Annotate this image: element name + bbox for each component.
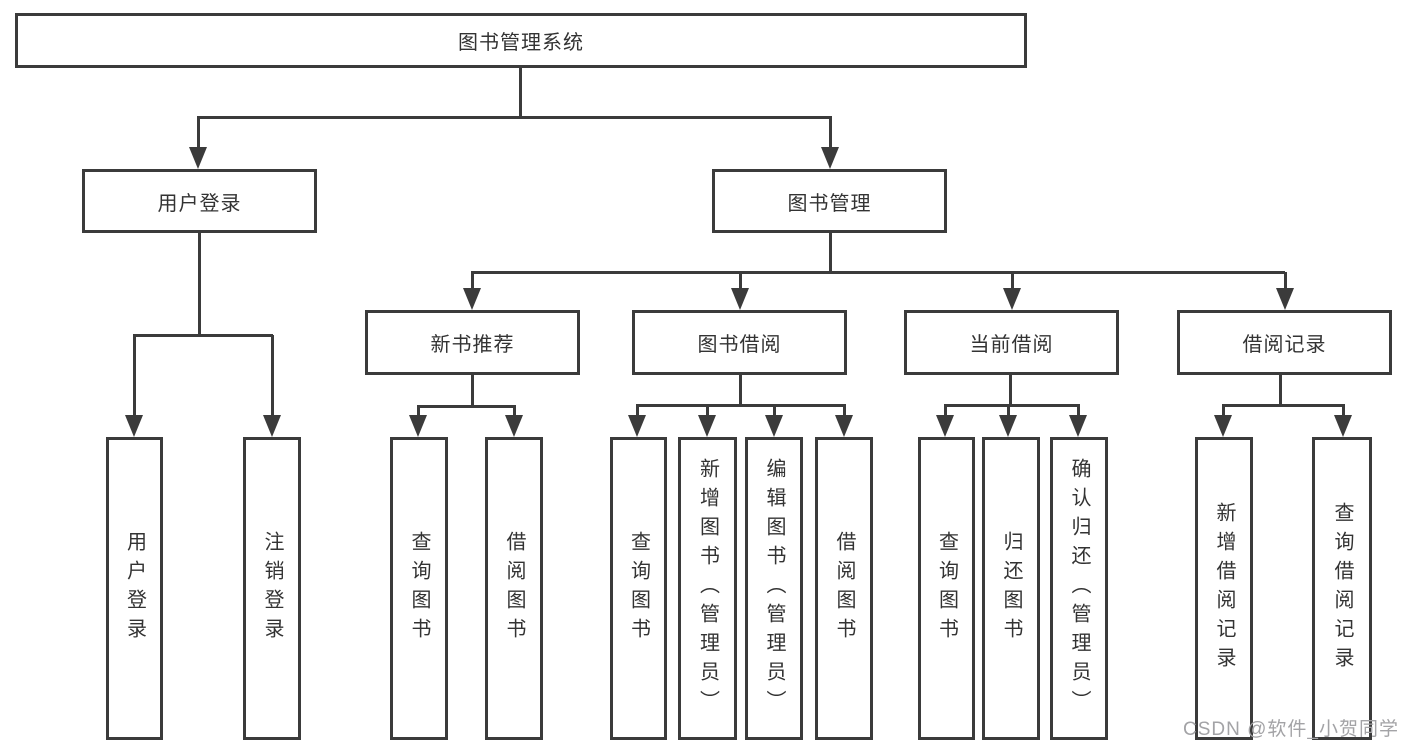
node-label: 图书管理系统 (458, 32, 584, 54)
connector-line (519, 68, 522, 118)
connector-line (417, 406, 420, 415)
arrow-down-icon (936, 415, 954, 437)
connector-line (1222, 405, 1225, 415)
arrow-down-icon (698, 415, 716, 437)
node-query-borrow-record: 查询借阅记录 (1312, 437, 1372, 740)
node-current-borrowing: 当前借阅 (904, 310, 1119, 375)
node-label: 编辑图书（管理员） (763, 458, 785, 719)
node-label: 用户登录 (123, 530, 146, 647)
connector-line (829, 117, 832, 147)
connector-line (198, 233, 201, 337)
arrow-down-icon (125, 415, 143, 437)
arrow-down-icon (189, 147, 207, 169)
arrow-down-icon (1003, 288, 1021, 310)
connector-line (843, 405, 846, 415)
connector-line (944, 404, 1080, 407)
arrow-down-icon (999, 415, 1017, 437)
connector-line (1007, 405, 1010, 415)
node-label: 借阅图书 (833, 530, 855, 647)
connector-line (1342, 405, 1345, 415)
connector-line (471, 272, 474, 288)
node-edit-books-admin: 编辑图书（管理员） (745, 437, 803, 740)
node-user-login-leaf: 用户登录 (106, 437, 163, 740)
arrow-down-icon (628, 415, 646, 437)
arrow-down-icon (765, 415, 783, 437)
node-book-borrowing: 图书借阅 (632, 310, 847, 375)
connector-line (706, 405, 709, 415)
connector-line (1009, 375, 1012, 407)
node-book-management: 图书管理 (712, 169, 947, 233)
arrow-down-icon (1276, 288, 1294, 310)
connector-line (1279, 375, 1282, 407)
arrow-down-icon (409, 415, 427, 437)
connector-line (1077, 405, 1080, 415)
arrow-down-icon (1069, 415, 1087, 437)
connector-line (471, 271, 1285, 274)
connector-line (197, 116, 832, 119)
arrow-down-icon (263, 415, 281, 437)
node-label: 查询图书 (627, 530, 650, 647)
connector-line (271, 335, 274, 415)
connector-line (636, 405, 639, 415)
connector-line (944, 405, 947, 415)
node-confirm-return-admin: 确认归还（管理员） (1050, 437, 1108, 740)
node-label: 确认归还（管理员） (1068, 458, 1090, 719)
node-return-books: 归还图书 (982, 437, 1040, 740)
connector-line (739, 375, 742, 407)
node-label: 查询图书 (408, 530, 430, 647)
node-label: 新增借阅记录 (1213, 501, 1235, 676)
node-user-login: 用户登录 (82, 169, 317, 233)
connector-line (471, 375, 474, 408)
node-label: 新增图书（管理员） (696, 458, 719, 719)
arrow-down-icon (731, 288, 749, 310)
node-borrow-books-borrowing: 借阅图书 (815, 437, 873, 740)
arrow-down-icon (505, 415, 523, 437)
node-new-book-recommend: 新书推荐 (365, 310, 580, 375)
connector-line (739, 272, 742, 288)
node-library-management-system: 图书管理系统 (15, 13, 1027, 68)
connector-line (133, 335, 136, 415)
node-query-books-borrowing: 查询图书 (610, 437, 667, 740)
connector-line (636, 404, 846, 407)
node-add-borrow-record: 新增借阅记录 (1195, 437, 1253, 740)
node-label: 图书借阅 (697, 334, 782, 356)
connector-line (197, 117, 200, 147)
arrow-down-icon (821, 147, 839, 169)
arrow-down-icon (835, 415, 853, 437)
node-add-books-admin: 新增图书（管理员） (678, 437, 737, 740)
connector-line (1222, 404, 1345, 407)
node-label: 当前借阅 (969, 334, 1054, 356)
connector-line (417, 405, 516, 408)
node-label: 借阅图书 (503, 530, 525, 647)
connector-line (829, 233, 832, 274)
node-label: 查询图书 (935, 530, 958, 647)
node-label: 查询借阅记录 (1331, 501, 1353, 676)
node-borrow-books-recommend: 借阅图书 (485, 437, 543, 740)
node-label: 用户登录 (157, 192, 242, 215)
connector-line (513, 406, 516, 415)
node-label: 注销登录 (261, 530, 283, 647)
node-borrowing-records: 借阅记录 (1177, 310, 1392, 375)
node-label: 借阅记录 (1242, 334, 1327, 356)
arrow-down-icon (463, 288, 481, 310)
node-query-books-current: 查询图书 (918, 437, 975, 740)
connector-line (1011, 272, 1014, 288)
node-label: 新书推荐 (430, 334, 515, 356)
node-label: 归还图书 (1000, 530, 1022, 647)
connector-line (773, 405, 776, 415)
connector-line (1284, 272, 1287, 288)
arrow-down-icon (1214, 415, 1232, 437)
csdn-watermark: CSDN @软件_小贺同学 (1183, 719, 1399, 740)
node-query-books-recommend: 查询图书 (390, 437, 448, 740)
node-label: 图书管理 (787, 192, 872, 215)
connector-line (133, 334, 273, 337)
node-logout: 注销登录 (243, 437, 301, 740)
arrow-down-icon (1334, 415, 1352, 437)
